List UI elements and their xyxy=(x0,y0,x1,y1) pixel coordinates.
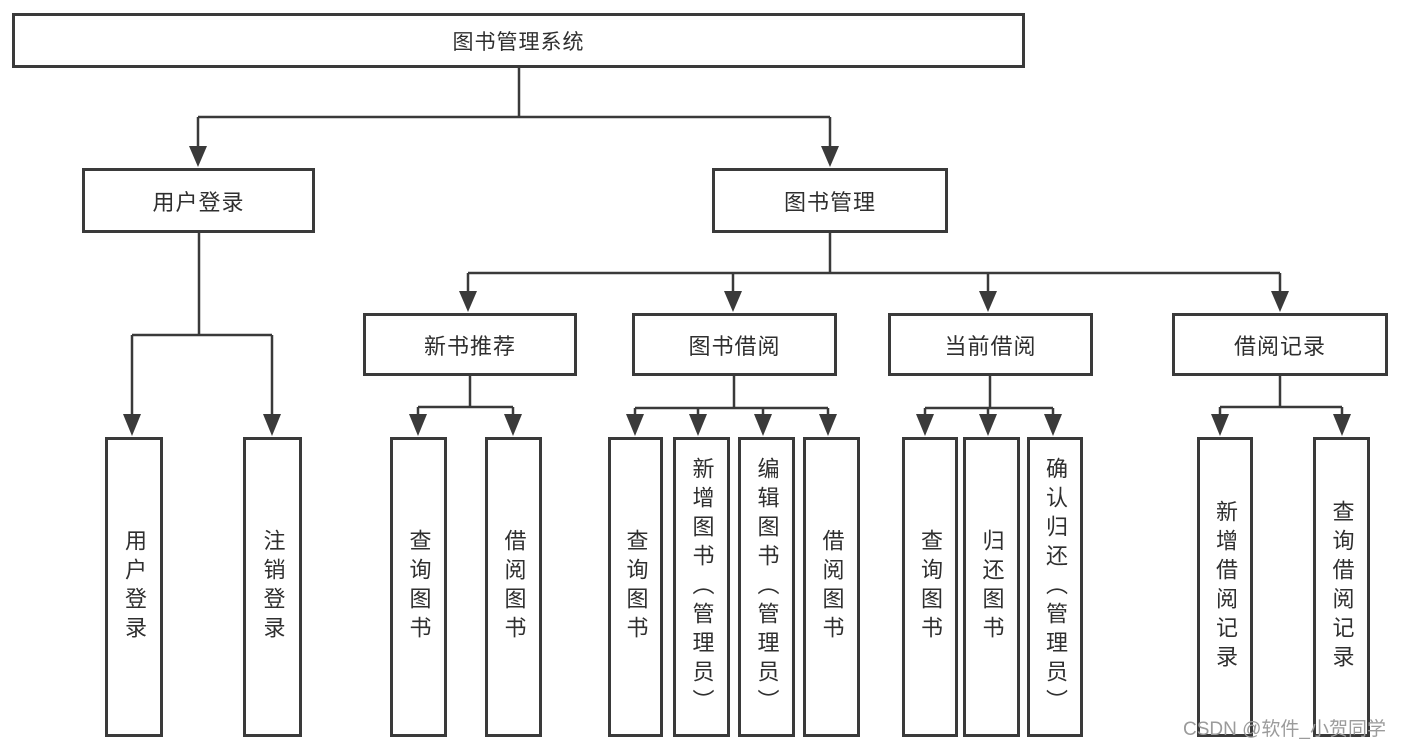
node-current-borrowing: 当前借阅 xyxy=(888,313,1093,376)
node-new-book-recommendation: 新书推荐 xyxy=(363,313,577,376)
leaf-query-books-current: 查询图书 xyxy=(902,437,958,737)
node-book-management: 图书管理 xyxy=(712,168,948,233)
leaf-logout: 注销登录 xyxy=(243,437,302,737)
leaf-edit-books-admin: 编辑图书（管理员） xyxy=(738,437,795,737)
leaf-borrow-books-recommend: 借阅图书 xyxy=(485,437,542,737)
leaf-user-login: 用户登录 xyxy=(105,437,163,737)
leaf-borrow-books-borrowing: 借阅图书 xyxy=(803,437,860,737)
node-library-management-system: 图书管理系统 xyxy=(12,13,1025,68)
leaf-query-borrow-record: 查询借阅记录 xyxy=(1313,437,1370,737)
leaf-return-books: 归还图书 xyxy=(963,437,1020,737)
node-borrowing-records: 借阅记录 xyxy=(1172,313,1388,376)
csdn-watermark: CSDN @软件_小贺同学 xyxy=(1183,719,1386,740)
leaf-add-books-admin: 新增图书（管理员） xyxy=(673,437,730,737)
node-book-borrowing: 图书借阅 xyxy=(632,313,837,376)
leaf-query-books-recommend: 查询图书 xyxy=(390,437,447,737)
leaf-add-borrow-record: 新增借阅记录 xyxy=(1197,437,1253,737)
leaf-confirm-return-admin: 确认归还（管理员） xyxy=(1027,437,1083,737)
leaf-query-books-borrowing: 查询图书 xyxy=(608,437,663,737)
node-user-login: 用户登录 xyxy=(82,168,315,233)
